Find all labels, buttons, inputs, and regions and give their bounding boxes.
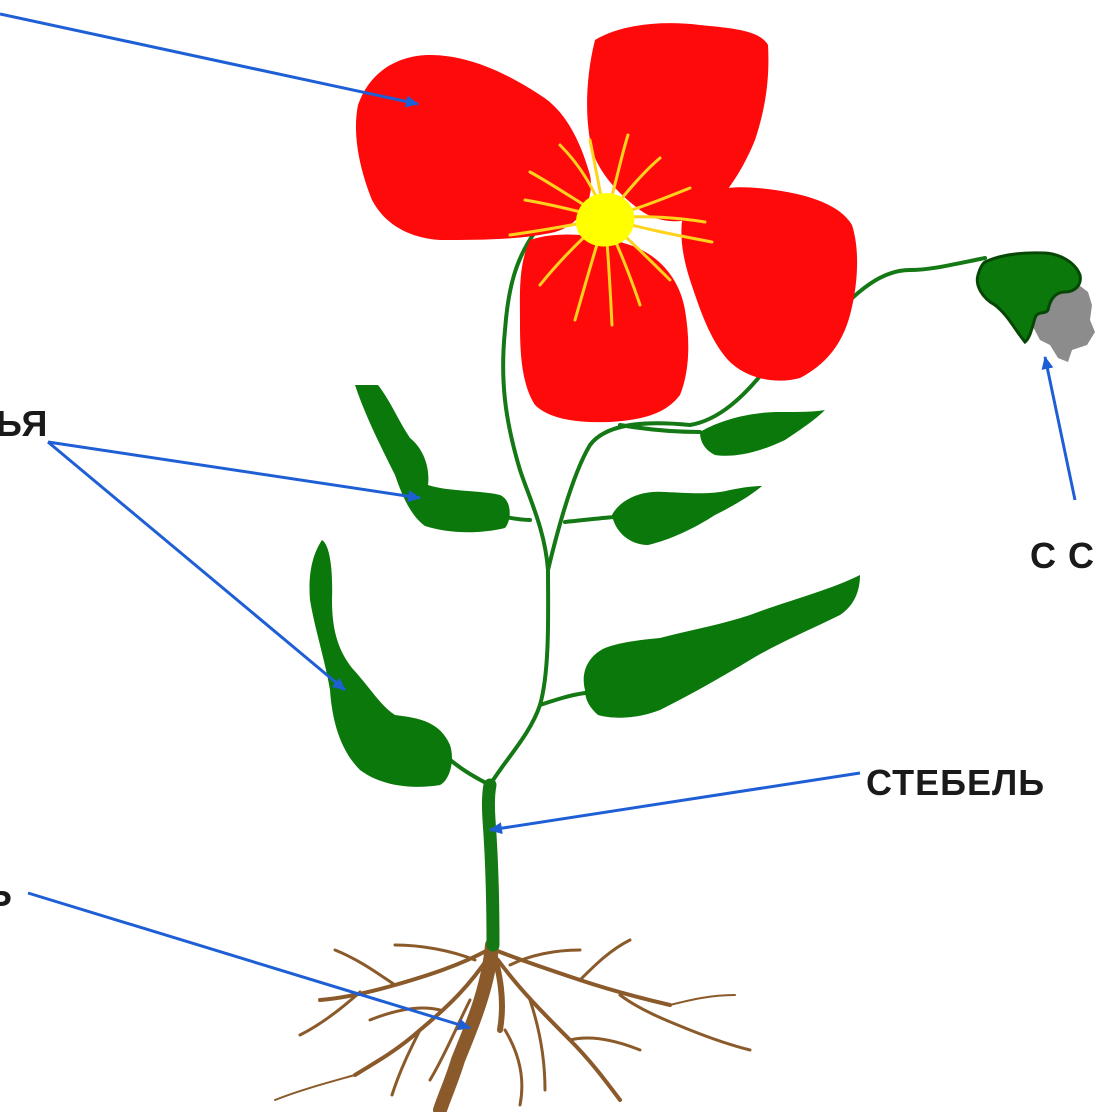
- leaves: [310, 385, 861, 787]
- arrow-to-seed-pod: [1045, 357, 1075, 500]
- label-leaves: ЬЯ: [0, 406, 48, 442]
- arrow-to-stem: [490, 773, 860, 830]
- arrow-to-root: [28, 893, 470, 1028]
- arrow-to-flower: [0, 14, 418, 104]
- label-fruit: С С: [1030, 538, 1095, 574]
- roots: [275, 940, 750, 1110]
- seed-pod: [977, 253, 1095, 362]
- flower: [356, 23, 857, 422]
- label-stem: СТЕБЕЛЬ: [866, 765, 1045, 801]
- label-root: Ь: [0, 876, 13, 912]
